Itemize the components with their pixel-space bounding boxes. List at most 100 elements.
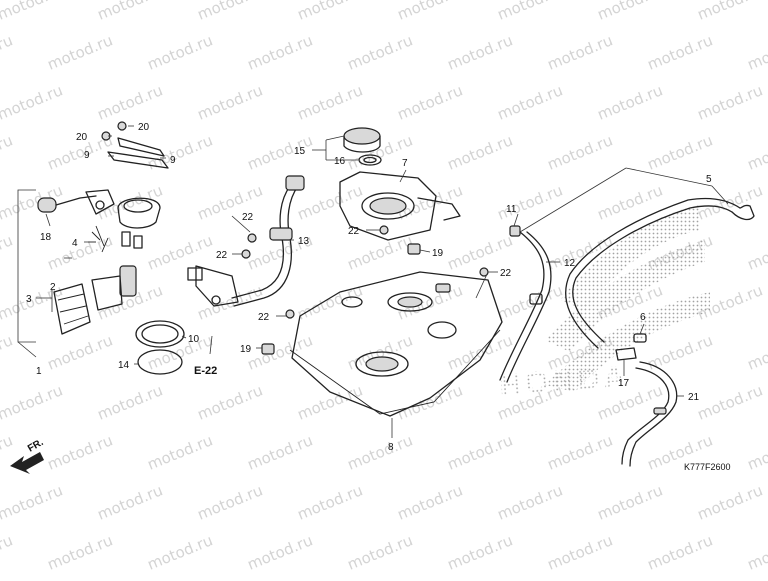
- watermark-text: motod.ru: [195, 0, 266, 24]
- watermark-text: motod.ru: [0, 231, 15, 273]
- callout-c6: 6: [640, 312, 646, 323]
- watermark-text: motod.ru: [95, 0, 166, 24]
- fuel-feed-hose: [187, 175, 305, 307]
- watermark-text: motod.ru: [395, 481, 466, 523]
- watermark-text: motod.ru: [45, 531, 116, 573]
- fuel-level-sensor: [37, 189, 115, 215]
- watermark-text: motod.ru: [645, 331, 716, 373]
- watermark-text: motod.ru: [95, 381, 166, 423]
- watermark-text: motod.ru: [0, 331, 15, 373]
- fasteners: [241, 225, 521, 355]
- leader-lines: [36, 125, 729, 438]
- diagram-code: K777F2600: [684, 462, 731, 472]
- watermark-text: motod.ru: [95, 181, 166, 223]
- watermark-text: motod.ru: [345, 31, 416, 73]
- breather-tube: [499, 231, 552, 383]
- watermark-text: motod.ru: [745, 331, 768, 373]
- retainer-plates: [101, 121, 169, 169]
- watermark-text: motod.ru: [745, 531, 768, 573]
- watermark-text: motod.ru: [295, 481, 366, 523]
- watermark-text: motod.ru: [595, 81, 666, 123]
- watermark-text: motod.ru: [245, 431, 316, 473]
- callout-c2: 2: [50, 282, 56, 293]
- watermark-text: motod.ru: [645, 131, 716, 173]
- watermark-text: motod.ru: [245, 531, 316, 573]
- watermark-text: motod.ru: [195, 381, 266, 423]
- watermark-text: motod.ru: [295, 81, 366, 123]
- watermark-text: motod.ru: [0, 0, 65, 24]
- watermark-text: motod.ru: [345, 431, 416, 473]
- watermark-text: motod.ru: [395, 0, 466, 24]
- watermark-text: motod.ru: [495, 81, 566, 123]
- watermark-text: motod.ru: [695, 481, 766, 523]
- callout-c15: 15: [294, 146, 306, 157]
- fuel-tank: [289, 271, 503, 417]
- callout-c5: 5: [706, 174, 712, 185]
- callout-c14: 14: [118, 360, 130, 371]
- callout-c4: 4: [72, 238, 78, 249]
- watermark-text: motod.ru: [195, 81, 266, 123]
- watermark-text: motod.ru: [595, 481, 666, 523]
- watermark-text: motod.ru: [45, 431, 116, 473]
- watermark-text: motod.ru: [0, 481, 65, 523]
- brand-text: HONDA: [498, 360, 630, 402]
- watermark-text: motod.ru: [745, 231, 768, 273]
- callout-c16: 16: [334, 156, 346, 167]
- watermark-text: motod.ru: [545, 431, 616, 473]
- watermark-text: motod.ru: [295, 181, 366, 223]
- callout-c9b: 9: [170, 155, 176, 166]
- callout-c10: 10: [188, 334, 200, 345]
- honda-wing-logo: HONDA: [498, 205, 710, 402]
- front-label: FR.: [26, 437, 46, 455]
- watermark-text: motod.ru: [0, 31, 15, 73]
- watermark-text: motod.ru: [545, 31, 616, 73]
- watermark-text: motod.ru: [145, 131, 216, 173]
- pump-gaskets: [135, 320, 185, 375]
- watermark-text: motod.ru: [595, 181, 666, 223]
- callout-c9a: 9: [84, 150, 90, 161]
- watermark-text: motod.ru: [495, 0, 566, 24]
- watermark-text: motod.ru: [295, 281, 366, 323]
- watermark-text: motod.ru: [495, 481, 566, 523]
- watermark-text: motod.ru: [0, 81, 65, 123]
- callout-c17: 17: [618, 378, 630, 389]
- callout-c22d: 22: [500, 268, 512, 279]
- watermark-text: motod.ru: [745, 431, 768, 473]
- callout-c11: 11: [506, 204, 517, 215]
- watermark-text: motod.ru: [545, 131, 616, 173]
- watermark-text: motod.ru: [695, 81, 766, 123]
- callout-c22e: 22: [258, 312, 270, 323]
- callout-c20b: 20: [138, 122, 150, 133]
- watermark-text: motod.ru: [545, 531, 616, 573]
- callout-c3: 3: [26, 294, 32, 305]
- callout-c21: 21: [688, 392, 700, 403]
- watermark-text: motod.ru: [245, 31, 316, 73]
- watermark-text: motod.ru: [695, 0, 766, 24]
- filler-neck-tray: [339, 171, 461, 241]
- callout-c1: 1: [36, 366, 42, 377]
- watermark-text: motod.ru: [345, 531, 416, 573]
- watermark-text: motod.ru: [0, 431, 15, 473]
- watermark-text: motod.ru: [595, 0, 666, 24]
- watermark-text: motod.ru: [645, 531, 716, 573]
- front-direction-arrow: FR.: [10, 437, 46, 474]
- callout-c8: 8: [388, 442, 394, 453]
- watermark-text: motod.ru: [0, 531, 15, 573]
- callout-c7: 7: [402, 158, 408, 169]
- watermark-text: motod.ru: [195, 281, 266, 323]
- watermark-text: motod.ru: [95, 81, 166, 123]
- drain-tube-joint: [615, 333, 678, 467]
- watermark-text: motod.ru: [445, 531, 516, 573]
- watermark-text: motod.ru: [445, 31, 516, 73]
- watermark-text: motod.ru: [395, 81, 466, 123]
- watermark-text: motod.ru: [495, 181, 566, 223]
- watermark-text: motod.ru: [695, 381, 766, 423]
- watermark-text: motod.ru: [245, 331, 316, 373]
- callout-c13: 13: [298, 236, 310, 247]
- callout-c20a: 20: [76, 132, 88, 143]
- watermark-text: motod.ru: [0, 381, 65, 423]
- callout-c22b: 22: [216, 250, 228, 261]
